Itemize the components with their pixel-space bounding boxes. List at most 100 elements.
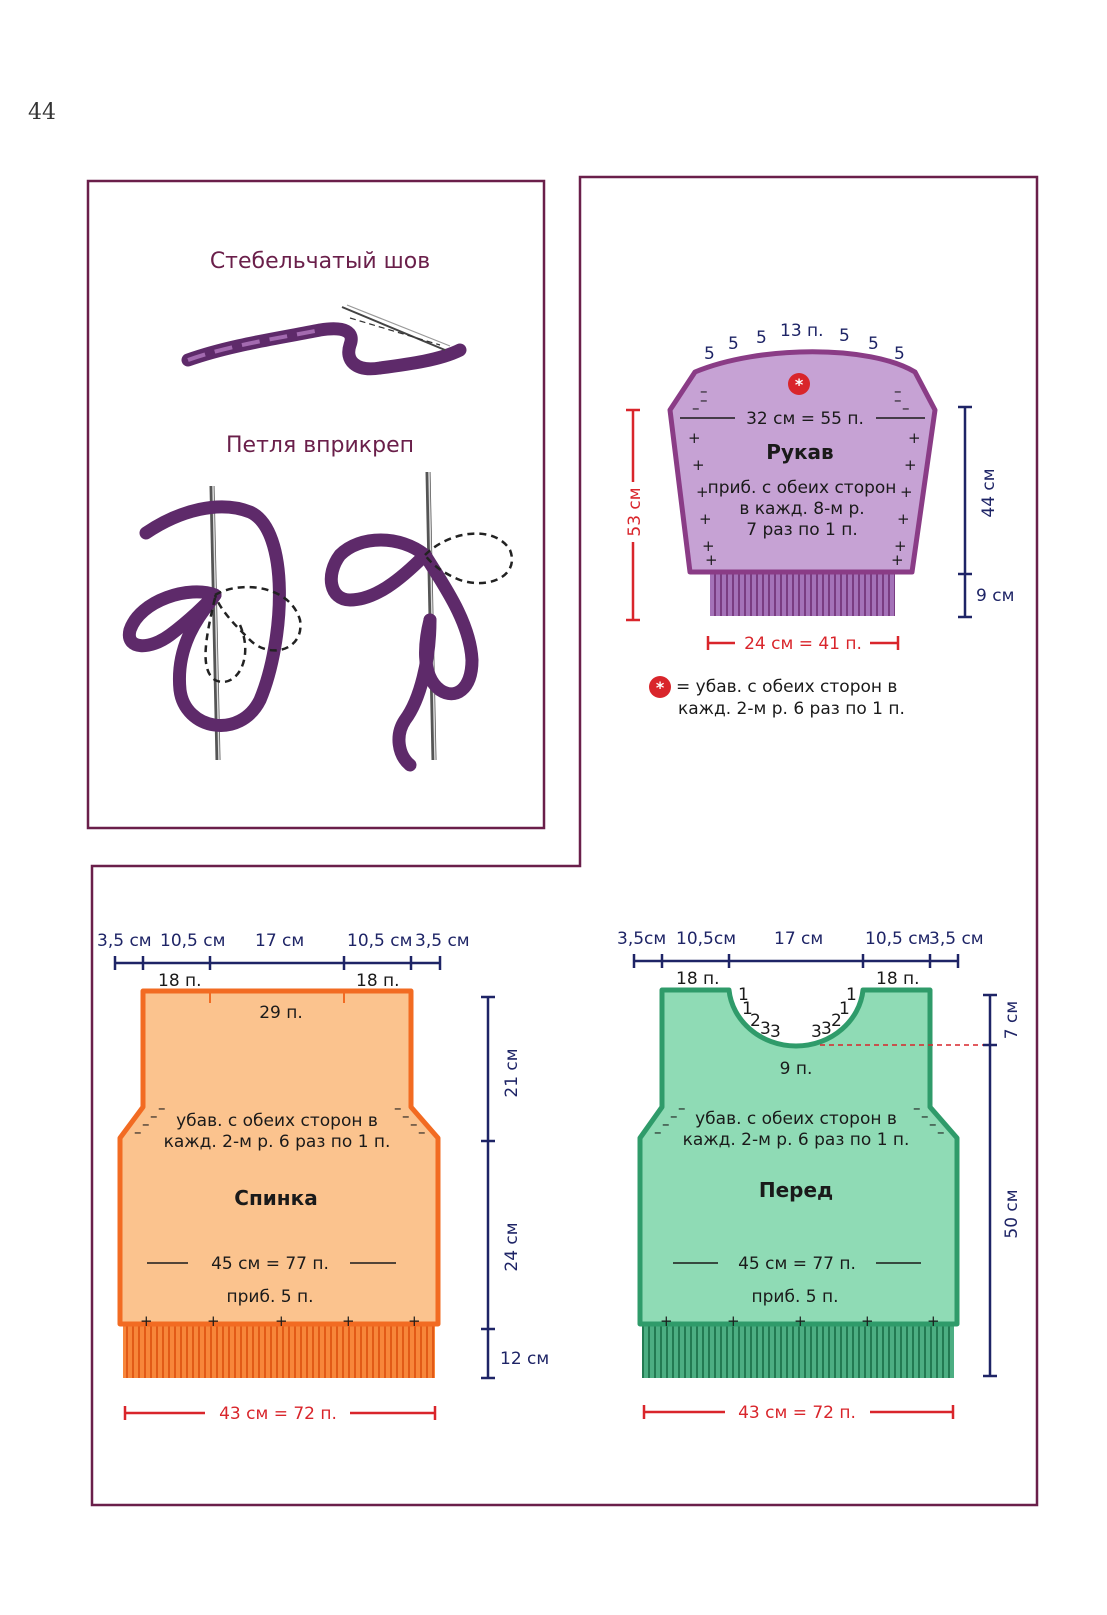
svg-text:13 п.: 13 п. bbox=[780, 321, 824, 341]
svg-text:+: + bbox=[897, 510, 910, 528]
svg-text:кажд. 2-м р. 6 раз по 1 п.: кажд. 2-м р. 6 раз по 1 п. bbox=[678, 699, 905, 719]
svg-text:1: 1 bbox=[846, 985, 857, 1005]
svg-text:–: – bbox=[654, 1123, 662, 1141]
svg-text:5: 5 bbox=[839, 326, 850, 346]
svg-text:3,5 см: 3,5 см bbox=[97, 931, 152, 951]
svg-text:–: – bbox=[134, 1123, 142, 1141]
front-neck-left-counts: 1 1 2 3 3 bbox=[738, 985, 781, 1042]
svg-text:+: + bbox=[900, 483, 913, 501]
svg-text:44 см: 44 см bbox=[979, 468, 999, 517]
sleeve-note-line2: в кажд. 8-м р. bbox=[739, 499, 864, 519]
front-top-dims: 3,5см 10,5см 17 см 10,5 см 3,5 см bbox=[617, 929, 984, 968]
svg-text:3,5 см: 3,5 см bbox=[415, 931, 470, 951]
svg-text:+: + bbox=[727, 1312, 740, 1330]
svg-text:5: 5 bbox=[756, 328, 767, 348]
svg-text:+: + bbox=[207, 1312, 220, 1330]
lazy-daisy-illustration-1 bbox=[122, 485, 302, 761]
svg-text:+: + bbox=[891, 551, 904, 569]
pattern-panel-frame bbox=[90, 175, 1039, 1507]
sleeve-height-dims: 44 см 9 см bbox=[958, 405, 1014, 619]
sleeve-name: Рукав bbox=[766, 440, 833, 464]
front-height-dims: 7 см 50 см bbox=[983, 993, 1022, 1378]
svg-text:21 см: 21 см bbox=[502, 1048, 522, 1097]
svg-text:3,5 см: 3,5 см bbox=[929, 929, 984, 949]
svg-text:–: – bbox=[410, 1115, 418, 1133]
svg-text:+: + bbox=[861, 1312, 874, 1330]
svg-text:17 см: 17 см bbox=[774, 929, 823, 949]
svg-text:5: 5 bbox=[704, 344, 715, 364]
front-neck-right-counts: 3 3 2 1 1 bbox=[811, 985, 857, 1042]
svg-text:= убав. с обеих сторон в: = убав. с обеих сторон в bbox=[676, 677, 897, 697]
svg-text:+: + bbox=[794, 1312, 807, 1330]
sleeve-cuff-width-dim: 24 см = 41 п. bbox=[706, 630, 900, 654]
svg-text:+: + bbox=[702, 537, 715, 555]
svg-text:53 см: 53 см bbox=[625, 487, 645, 536]
svg-text:3: 3 bbox=[760, 1019, 771, 1039]
stitch-panel-frame bbox=[86, 179, 546, 830]
svg-text:1: 1 bbox=[742, 999, 753, 1019]
svg-text:+: + bbox=[688, 429, 701, 447]
svg-text:3: 3 bbox=[811, 1022, 822, 1042]
svg-text:+: + bbox=[705, 551, 718, 569]
svg-text:–: – bbox=[929, 1115, 937, 1133]
front-shoulder-right: 18 п. bbox=[876, 969, 920, 989]
front-increase-label: приб. 5 п. bbox=[752, 1287, 839, 1307]
svg-text:–: – bbox=[692, 399, 700, 417]
svg-text:–: – bbox=[158, 1099, 166, 1117]
stem-stitch-title: Стебельчатый шов bbox=[210, 249, 430, 274]
svg-text:43 см = 72 п.: 43 см = 72 п. bbox=[738, 1403, 856, 1423]
svg-text:7 см: 7 см bbox=[1002, 1001, 1022, 1039]
svg-text:10,5см: 10,5см bbox=[676, 929, 736, 949]
sleeve-width-label: 32 см = 55 п. bbox=[746, 409, 864, 429]
svg-text:–: – bbox=[894, 391, 902, 409]
svg-text:2: 2 bbox=[831, 1011, 842, 1031]
svg-text:+: + bbox=[927, 1312, 940, 1330]
svg-text:–: – bbox=[418, 1123, 426, 1141]
svg-text:*: * bbox=[656, 678, 665, 697]
page-number: 44 bbox=[28, 100, 56, 125]
svg-text:10,5 см: 10,5 см bbox=[865, 929, 930, 949]
svg-text:+: + bbox=[699, 510, 712, 528]
svg-text:1: 1 bbox=[839, 999, 850, 1019]
svg-text:+: + bbox=[342, 1312, 355, 1330]
front-name: Перед bbox=[759, 1178, 833, 1202]
svg-text:24 см = 41 п.: 24 см = 41 п. bbox=[744, 634, 862, 654]
svg-text:5: 5 bbox=[894, 344, 905, 364]
svg-text:24 см: 24 см bbox=[502, 1222, 522, 1271]
svg-text:43 см = 72 п.: 43 см = 72 п. bbox=[219, 1404, 337, 1424]
svg-text:17 см: 17 см bbox=[255, 931, 304, 951]
svg-text:–: – bbox=[394, 1099, 402, 1117]
front-diagram: –––– –––– +++ ++ bbox=[637, 987, 990, 1378]
svg-text:–: – bbox=[150, 1107, 158, 1125]
svg-text:3: 3 bbox=[821, 1019, 832, 1039]
back-shoulder-left: 18 п. bbox=[158, 971, 202, 991]
back-armhole-line2: кажд. 2-м р. 6 раз по 1 п. bbox=[164, 1132, 391, 1152]
svg-text:+: + bbox=[140, 1312, 153, 1330]
back-width-label: 45 см = 77 п. bbox=[211, 1254, 329, 1274]
svg-text:–: – bbox=[402, 1107, 410, 1125]
svg-text:+: + bbox=[904, 456, 917, 474]
sleeve-total-height-dim: 53 см bbox=[622, 408, 645, 622]
svg-text:+: + bbox=[660, 1312, 673, 1330]
svg-text:+: + bbox=[894, 537, 907, 555]
sleeve-top-counts: 5 5 5 13 п. 5 5 5 bbox=[704, 321, 905, 364]
svg-text:–: – bbox=[921, 1107, 929, 1125]
svg-text:–: – bbox=[902, 399, 910, 417]
front-width-label: 45 см = 77 п. bbox=[738, 1254, 856, 1274]
back-diagram: –––– –––– +++ ++ bbox=[117, 988, 441, 1378]
back-neck-count: 29 п. bbox=[259, 1003, 303, 1023]
front-shoulder-left: 18 п. bbox=[676, 969, 720, 989]
back-armhole-line1: убав. с обеих сторон в bbox=[176, 1111, 378, 1131]
front-armhole-line1: убав. с обеих сторон в bbox=[695, 1109, 897, 1129]
svg-text:–: – bbox=[894, 382, 902, 400]
svg-text:–: – bbox=[913, 1099, 921, 1117]
front-armhole-line2: кажд. 2-м р. 6 раз по 1 п. bbox=[683, 1130, 910, 1150]
svg-text:10,5 см: 10,5 см bbox=[347, 931, 412, 951]
sleeve-note-line3: 7 раз по 1 п. bbox=[746, 520, 858, 540]
back-rib-width-dim: 43 см = 72 п. bbox=[123, 1400, 437, 1424]
svg-text:+: + bbox=[275, 1312, 288, 1330]
sleeve-note-line1: приб. с обеих сторон bbox=[708, 478, 897, 498]
svg-text:–: – bbox=[142, 1115, 150, 1133]
back-increase-label: приб. 5 п. bbox=[227, 1287, 314, 1307]
